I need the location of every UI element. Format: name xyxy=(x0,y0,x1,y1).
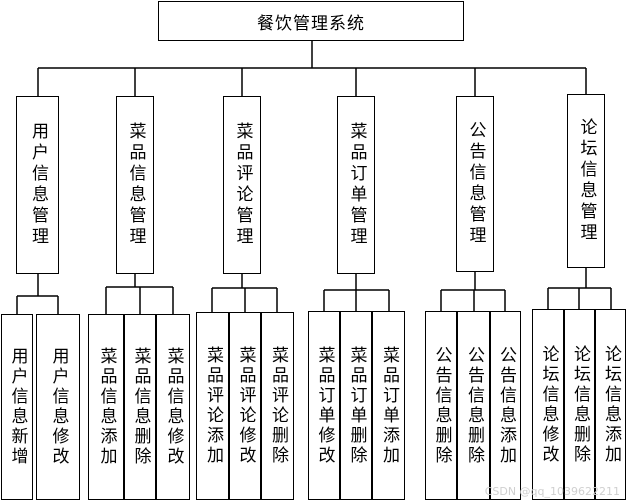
leaf-node: 菜品评论删除 xyxy=(261,312,294,500)
leaf-node: 用户信息修改 xyxy=(36,314,80,500)
module-node-user: 用户信息管理 xyxy=(16,96,59,274)
root-node-label: 餐饮管理系统 xyxy=(257,13,365,34)
leaf-node: 菜品订单添加 xyxy=(372,311,405,500)
leaf-node: 菜品订单删除 xyxy=(340,311,372,500)
leaf-label: 菜品信息添加 xyxy=(96,347,117,467)
leaf-label: 论坛信息修改 xyxy=(538,344,559,465)
leaf-node: 菜品信息修改 xyxy=(156,314,190,500)
module-node-dish-comment: 菜品评论管理 xyxy=(223,96,261,274)
leaf-label: 菜品评论修改 xyxy=(235,346,256,466)
module-label: 菜品订单管理 xyxy=(346,122,367,248)
leaf-label: 菜品订单添加 xyxy=(379,345,399,466)
watermark-text: CSDN @qq_1039622211 xyxy=(484,485,620,498)
leaf-node: 菜品评论添加 xyxy=(196,312,229,500)
leaf-node: 菜品订单修改 xyxy=(308,311,340,500)
module-label: 菜品信息管理 xyxy=(125,122,146,248)
leaf-node: 公告信息删除 xyxy=(457,311,490,500)
leaf-node: 菜品信息添加 xyxy=(88,314,124,500)
leaf-node: 菜品评论修改 xyxy=(229,312,261,500)
root-node: 餐饮管理系统 xyxy=(158,1,464,41)
leaf-node: 公告信息删除 xyxy=(425,311,457,500)
leaf-node: 论坛信息添加 xyxy=(595,309,626,500)
leaf-label: 菜品信息删除 xyxy=(130,347,151,467)
module-label: 用户信息管理 xyxy=(28,122,48,248)
leaf-label: 菜品评论删除 xyxy=(268,346,288,466)
leaf-node: 菜品信息删除 xyxy=(124,314,156,500)
module-label: 公告信息管理 xyxy=(465,121,486,247)
module-label: 论坛信息管理 xyxy=(576,118,597,244)
leaf-label: 公告信息添加 xyxy=(496,345,516,466)
leaf-label: 公告信息删除 xyxy=(464,345,484,466)
module-node-dish-info: 菜品信息管理 xyxy=(116,96,154,274)
module-node-dish-order: 菜品订单管理 xyxy=(337,96,375,274)
leaf-label: 论坛信息添加 xyxy=(601,344,621,465)
module-node-forum: 论坛信息管理 xyxy=(567,94,605,268)
leaf-node: 论坛信息删除 xyxy=(564,309,595,500)
leaf-label: 菜品信息修改 xyxy=(163,347,184,467)
module-label: 菜品评论管理 xyxy=(232,122,253,248)
leaf-label: 论坛信息删除 xyxy=(570,344,590,465)
leaf-label: 用户信息修改 xyxy=(48,347,69,467)
leaf-label: 菜品订单修改 xyxy=(314,345,335,466)
leaf-label: 菜品评论添加 xyxy=(203,346,223,466)
module-node-announcement: 公告信息管理 xyxy=(456,96,494,272)
leaf-label: 菜品订单删除 xyxy=(346,345,367,466)
leaf-label: 公告信息删除 xyxy=(431,345,452,466)
leaf-label: 用户信息新增 xyxy=(7,347,28,467)
leaf-node: 公告信息添加 xyxy=(490,311,521,500)
leaf-node: 论坛信息修改 xyxy=(532,309,564,500)
leaf-node: 用户信息新增 xyxy=(1,314,33,500)
